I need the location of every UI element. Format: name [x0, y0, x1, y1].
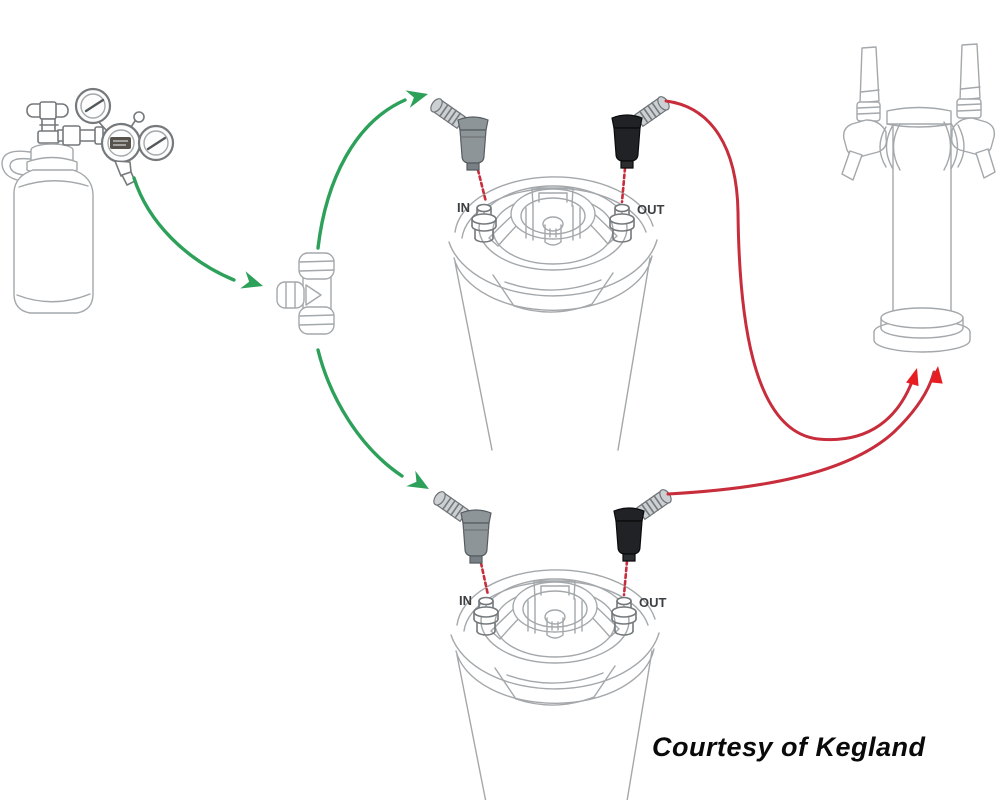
caption: Courtesy of Kegland: [652, 732, 926, 762]
green-arrowhead-icon: [240, 271, 266, 295]
green-arrowhead-icon: [405, 85, 431, 108]
gas-line-regulator-to-tee: [132, 176, 236, 282]
lower-keg-out-label: OUT: [639, 595, 667, 610]
co2-regulator: [57, 87, 175, 186]
lower-liquid-post-connector: [622, 559, 629, 597]
lower-gas-post-connector: [479, 561, 490, 597]
left-tap-handle: [859, 46, 880, 104]
right-tap-handle: [959, 43, 981, 101]
gas-line-tee-to-upper-keg: [316, 98, 407, 250]
lower-gas-disconnect: [430, 488, 492, 564]
upper-keg: [449, 177, 657, 450]
draft-tower: [841, 43, 996, 353]
upper-gas-disconnect: [427, 95, 489, 171]
right-faucet: [950, 117, 996, 156]
green-arrowhead-icon: [406, 470, 434, 497]
left-faucet: [842, 119, 888, 158]
upper-liquid-post-connector: [620, 166, 627, 204]
lower-liquid-disconnect: [613, 486, 675, 562]
gas-line-tee-to-lower-keg: [316, 348, 404, 478]
upper-keg-in-label: IN: [457, 200, 470, 215]
lower-keg: [451, 570, 659, 800]
red-arrowhead-icon: [906, 366, 924, 387]
co2-cylinder: [1, 101, 94, 314]
upper-liquid-disconnect: [611, 93, 673, 169]
upper-keg-out-label: OUT: [637, 202, 665, 217]
tee-splitter: [276, 252, 335, 335]
beer-line-lower-keg-to-tower: [666, 370, 936, 496]
beer-line-upper-keg-to-tower: [664, 99, 915, 442]
upper-gas-post-connector: [476, 168, 488, 204]
tower-base: [873, 307, 971, 353]
lower-keg-in-label: IN: [459, 593, 472, 608]
